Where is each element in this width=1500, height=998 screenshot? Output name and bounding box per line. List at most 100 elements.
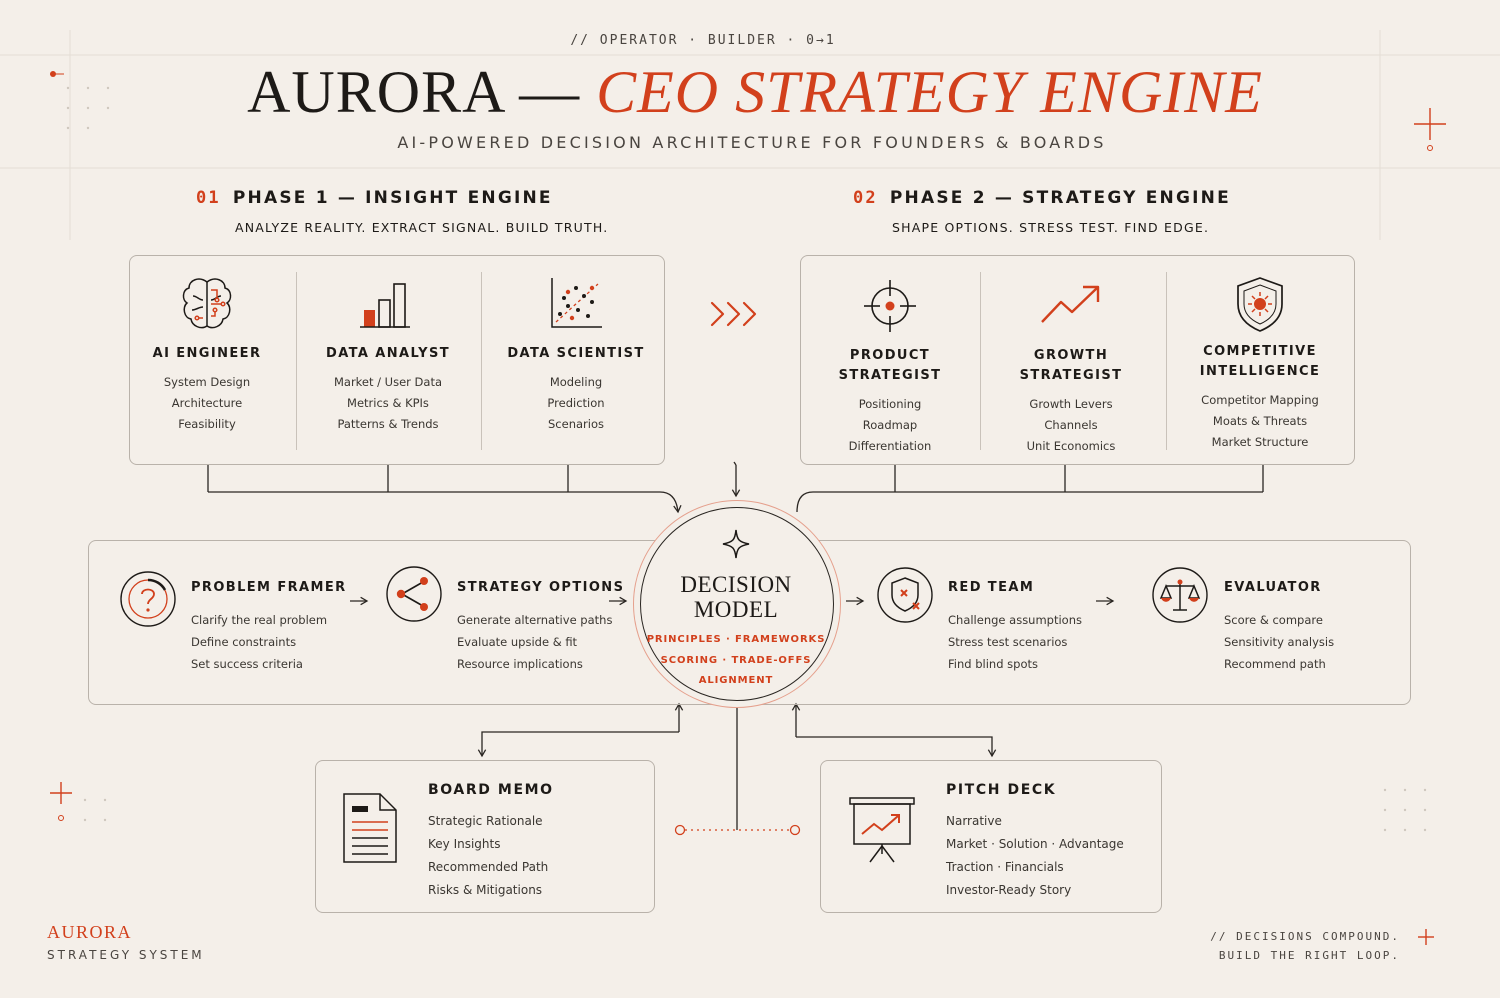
- output-item: Key Insights: [428, 837, 501, 851]
- feedback-dotted-line: [674, 824, 801, 836]
- role-data-scientist: DATA SCIENTIST Modeling Prediction Scena…: [498, 274, 654, 435]
- document-icon: [343, 793, 397, 863]
- phase1-connector: [207, 465, 682, 514]
- role-ai-engineer: AI ENGINEER System Design Architecture F…: [137, 274, 277, 435]
- sparkle-icon: [722, 529, 750, 559]
- trend-up-icon: [1041, 285, 1100, 323]
- chevrons-icon: [710, 301, 757, 327]
- node-item: Clarify the real problem: [191, 613, 328, 627]
- dot-mark-top-left: [50, 71, 64, 77]
- pitch-deck-card: [820, 760, 1162, 913]
- decision-model-sub: PRINCIPLES · FRAMEWORKS: [646, 634, 826, 645]
- kicker: // OPERATOR · BUILDER · 0→1: [570, 33, 836, 48]
- branch-icon: [386, 566, 442, 622]
- role-item: Unit Economics: [1026, 439, 1116, 453]
- role-item: Growth Levers: [1029, 397, 1113, 411]
- node-item: Recommend path: [1224, 657, 1326, 671]
- page-title: AURORA — CEO STRATEGY ENGINE: [0, 58, 1500, 127]
- presentation-icon: [849, 797, 915, 863]
- shield-x-icon: [877, 567, 933, 623]
- output-item: Strategic Rationale: [428, 814, 543, 828]
- decision-model-title-line: DECISION: [680, 572, 792, 597]
- phase1-card: [129, 255, 665, 465]
- brain-circuit-icon: [182, 278, 232, 329]
- node-title: STRATEGY OPTIONS: [457, 580, 625, 595]
- node-title: EVALUATOR: [1224, 580, 1322, 595]
- role-item: Metrics & KPIs: [347, 396, 429, 410]
- node-item: Sensitivity analysis: [1224, 635, 1335, 649]
- output-item: Investor-Ready Story: [946, 883, 1072, 897]
- node-title: RED TEAM: [948, 580, 1035, 595]
- board-memo: BOARD MEMO Strategic Rationale Key Insig…: [428, 782, 554, 902]
- decision-model-title: DECISION MODEL: [636, 572, 836, 622]
- problem-framer: PROBLEM FRAMER Clarify the real problem …: [191, 580, 347, 675]
- footer-note: // DECISIONS COMPOUND.: [1210, 930, 1400, 943]
- role-item: System Design: [163, 375, 251, 389]
- phase2-heading: 02 PHASE 2 — STRATEGY ENGINE: [853, 188, 1231, 208]
- role-item: Scenarios: [548, 417, 604, 431]
- node-item: Define constraints: [191, 635, 297, 649]
- decision-model-inner-ring: [640, 507, 834, 701]
- title-plain: AURORA —: [247, 59, 597, 125]
- role-data-analyst: DATA ANALYST Market / User Data Metrics …: [317, 274, 459, 435]
- phase1-heading: 01 PHASE 1 — INSIGHT ENGINE: [196, 188, 553, 208]
- phase1-tagline: ANALYZE REALITY. EXTRACT SIGNAL. BUILD T…: [235, 220, 609, 235]
- role-item: Channels: [1044, 418, 1098, 432]
- phase1-title: PHASE 1 — INSIGHT ENGINE: [232, 188, 553, 208]
- role-title: PRODUCT: [849, 348, 931, 363]
- output-item: Recommended Path: [428, 860, 549, 874]
- node-item: Find blind spots: [948, 657, 1038, 671]
- plus-mark-bottom-right: [1418, 929, 1434, 945]
- output-title: BOARD MEMO: [428, 782, 554, 798]
- decision-model-sub: SCORING · TRADE-OFFS: [660, 655, 812, 666]
- bar-chart-icon: [360, 283, 410, 328]
- phase2-card: [800, 255, 1355, 465]
- divider: [1166, 272, 1167, 450]
- role-title: STRATEGIST: [838, 368, 942, 383]
- shield-icon: [1237, 277, 1283, 332]
- phase2-title: PHASE 2 — STRATEGY ENGINE: [889, 188, 1231, 208]
- output-item: Market · Solution · Advantage: [946, 837, 1124, 851]
- evaluator: EVALUATOR Score & compare Sensitivity an…: [1224, 580, 1334, 675]
- role-item: Differentiation: [848, 439, 932, 453]
- grid-decor: [0, 30, 1500, 240]
- phase2-tagline: SHAPE OPTIONS. STRESS TEST. FIND EDGE.: [892, 220, 1210, 235]
- title-accent: CEO STRATEGY ENGINE: [596, 59, 1263, 125]
- role-item: Competitor Mapping: [1201, 393, 1319, 407]
- role-title: DATA SCIENTIST: [507, 346, 645, 361]
- decision-model-title-line: MODEL: [693, 597, 779, 622]
- role-growth-strategist: GROWTH STRATEGIST Growth Levers Channels…: [992, 278, 1150, 457]
- output-connectors: [477, 702, 997, 830]
- plus-mark-bottom-left: [50, 782, 72, 804]
- phase2-connector: [796, 465, 1264, 513]
- pitch-deck: PITCH DECK Narrative Market · Solution ·…: [946, 782, 1124, 902]
- node-item: Set success criteria: [191, 657, 303, 671]
- output-title: PITCH DECK: [946, 782, 1057, 798]
- dot-decor: [66, 86, 1427, 832]
- question-icon: [120, 571, 176, 627]
- board-memo-card: [315, 760, 655, 913]
- role-title: INTELLIGENCE: [1199, 364, 1321, 379]
- divider: [296, 272, 297, 450]
- node-item: Resource implications: [457, 657, 583, 671]
- role-competitive-intelligence: COMPETITIVE INTELLIGENCE Competitor Mapp…: [1178, 274, 1342, 453]
- role-title: STRATEGIST: [1019, 368, 1123, 383]
- phase2-number: 02: [853, 188, 878, 208]
- role-item: Positioning: [858, 397, 922, 411]
- node-item: Evaluate upside & fit: [457, 635, 578, 649]
- output-item: Risks & Mitigations: [428, 883, 543, 897]
- brand-subtitle: STRATEGY SYSTEM: [47, 948, 205, 962]
- red-team: RED TEAM Challenge assumptions Stress te…: [948, 580, 1082, 675]
- footer-note: BUILD THE RIGHT LOOP.: [1218, 949, 1400, 962]
- role-title: AI ENGINEER: [152, 346, 262, 361]
- role-item: Patterns & Trends: [337, 417, 439, 431]
- role-item: Moats & Threats: [1212, 414, 1308, 428]
- node-item: Score & compare: [1224, 613, 1323, 627]
- role-item: Market / User Data: [333, 375, 443, 389]
- role-item: Feasibility: [178, 417, 236, 431]
- output-item: Narrative: [946, 814, 1002, 828]
- role-title: DATA ANALYST: [326, 346, 450, 361]
- strategy-options: STRATEGY OPTIONS Generate alternative pa…: [457, 580, 624, 675]
- phase1-number: 01: [196, 188, 221, 208]
